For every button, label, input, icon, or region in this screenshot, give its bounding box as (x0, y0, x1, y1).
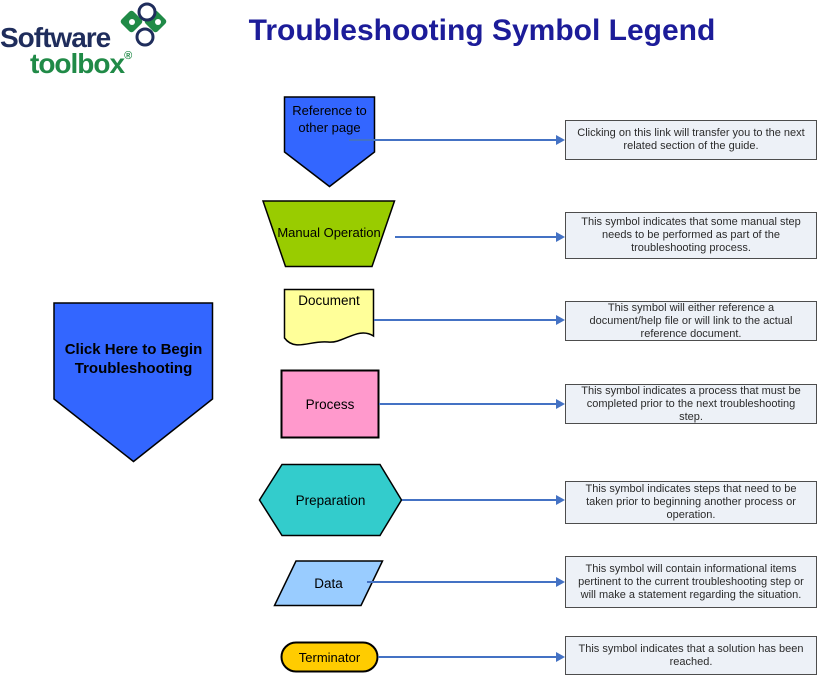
symbol-manual-operation: Manual Operation (262, 200, 396, 268)
arrowhead-icon (556, 315, 565, 325)
symbol-label: Reference to other page (292, 103, 367, 135)
begin-troubleshooting-label: Click Here to Begin Troubleshooting (64, 341, 203, 377)
connector-line-reference (349, 139, 557, 141)
software-toolbox-logo-icon (120, 2, 168, 57)
connector-line-manual-operation (395, 236, 557, 238)
description-reference: Clicking on this link will transfer you … (565, 120, 817, 160)
page-title: Troubleshooting Symbol Legend (248, 14, 716, 47)
arrowhead-icon (556, 399, 565, 409)
registered-mark: ® (124, 50, 132, 62)
symbol-label: Process (305, 396, 355, 412)
arrowhead-icon (556, 495, 565, 505)
arrowhead-icon (556, 577, 565, 587)
connector-line-data (367, 581, 557, 583)
symbol-data: Data (273, 560, 384, 607)
description-manual-operation: This symbol indicates that some manual s… (565, 212, 817, 259)
arrowhead-icon (556, 652, 565, 662)
symbol-label: Preparation (295, 492, 366, 508)
symbol-preparation: Preparation (258, 463, 403, 537)
logo-text-software: Software (0, 22, 111, 53)
symbol-terminator: Terminator (280, 641, 379, 673)
symbol-label: Document (298, 293, 360, 308)
logo-text-toolbox: toolbox® (30, 48, 132, 79)
description-process: This symbol indicates a process that mus… (565, 384, 817, 424)
symbol-label: Data (314, 576, 343, 591)
symbol-label: Terminator (298, 649, 361, 665)
connector-line-terminator (378, 656, 557, 658)
connector-line-document (374, 319, 557, 321)
begin-troubleshooting-button[interactable]: Click Here to Begin Troubleshooting (53, 302, 214, 463)
description-preparation: This symbol indicates steps that need to… (565, 481, 817, 524)
symbol-document: Document (283, 288, 375, 352)
connector-line-process (379, 403, 557, 405)
description-data: This symbol will contain informational i… (565, 556, 817, 608)
symbol-reference-to-other-page: Reference to other page (283, 96, 376, 188)
symbol-process: Process (280, 369, 380, 439)
symbol-label: Manual Operation (277, 224, 381, 240)
connector-line-preparation (402, 499, 557, 501)
description-terminator: This symbol indicates that a solution ha… (565, 636, 817, 675)
arrowhead-icon (556, 232, 565, 242)
arrowhead-icon (556, 135, 565, 145)
description-document: This symbol will either reference a docu… (565, 301, 817, 341)
